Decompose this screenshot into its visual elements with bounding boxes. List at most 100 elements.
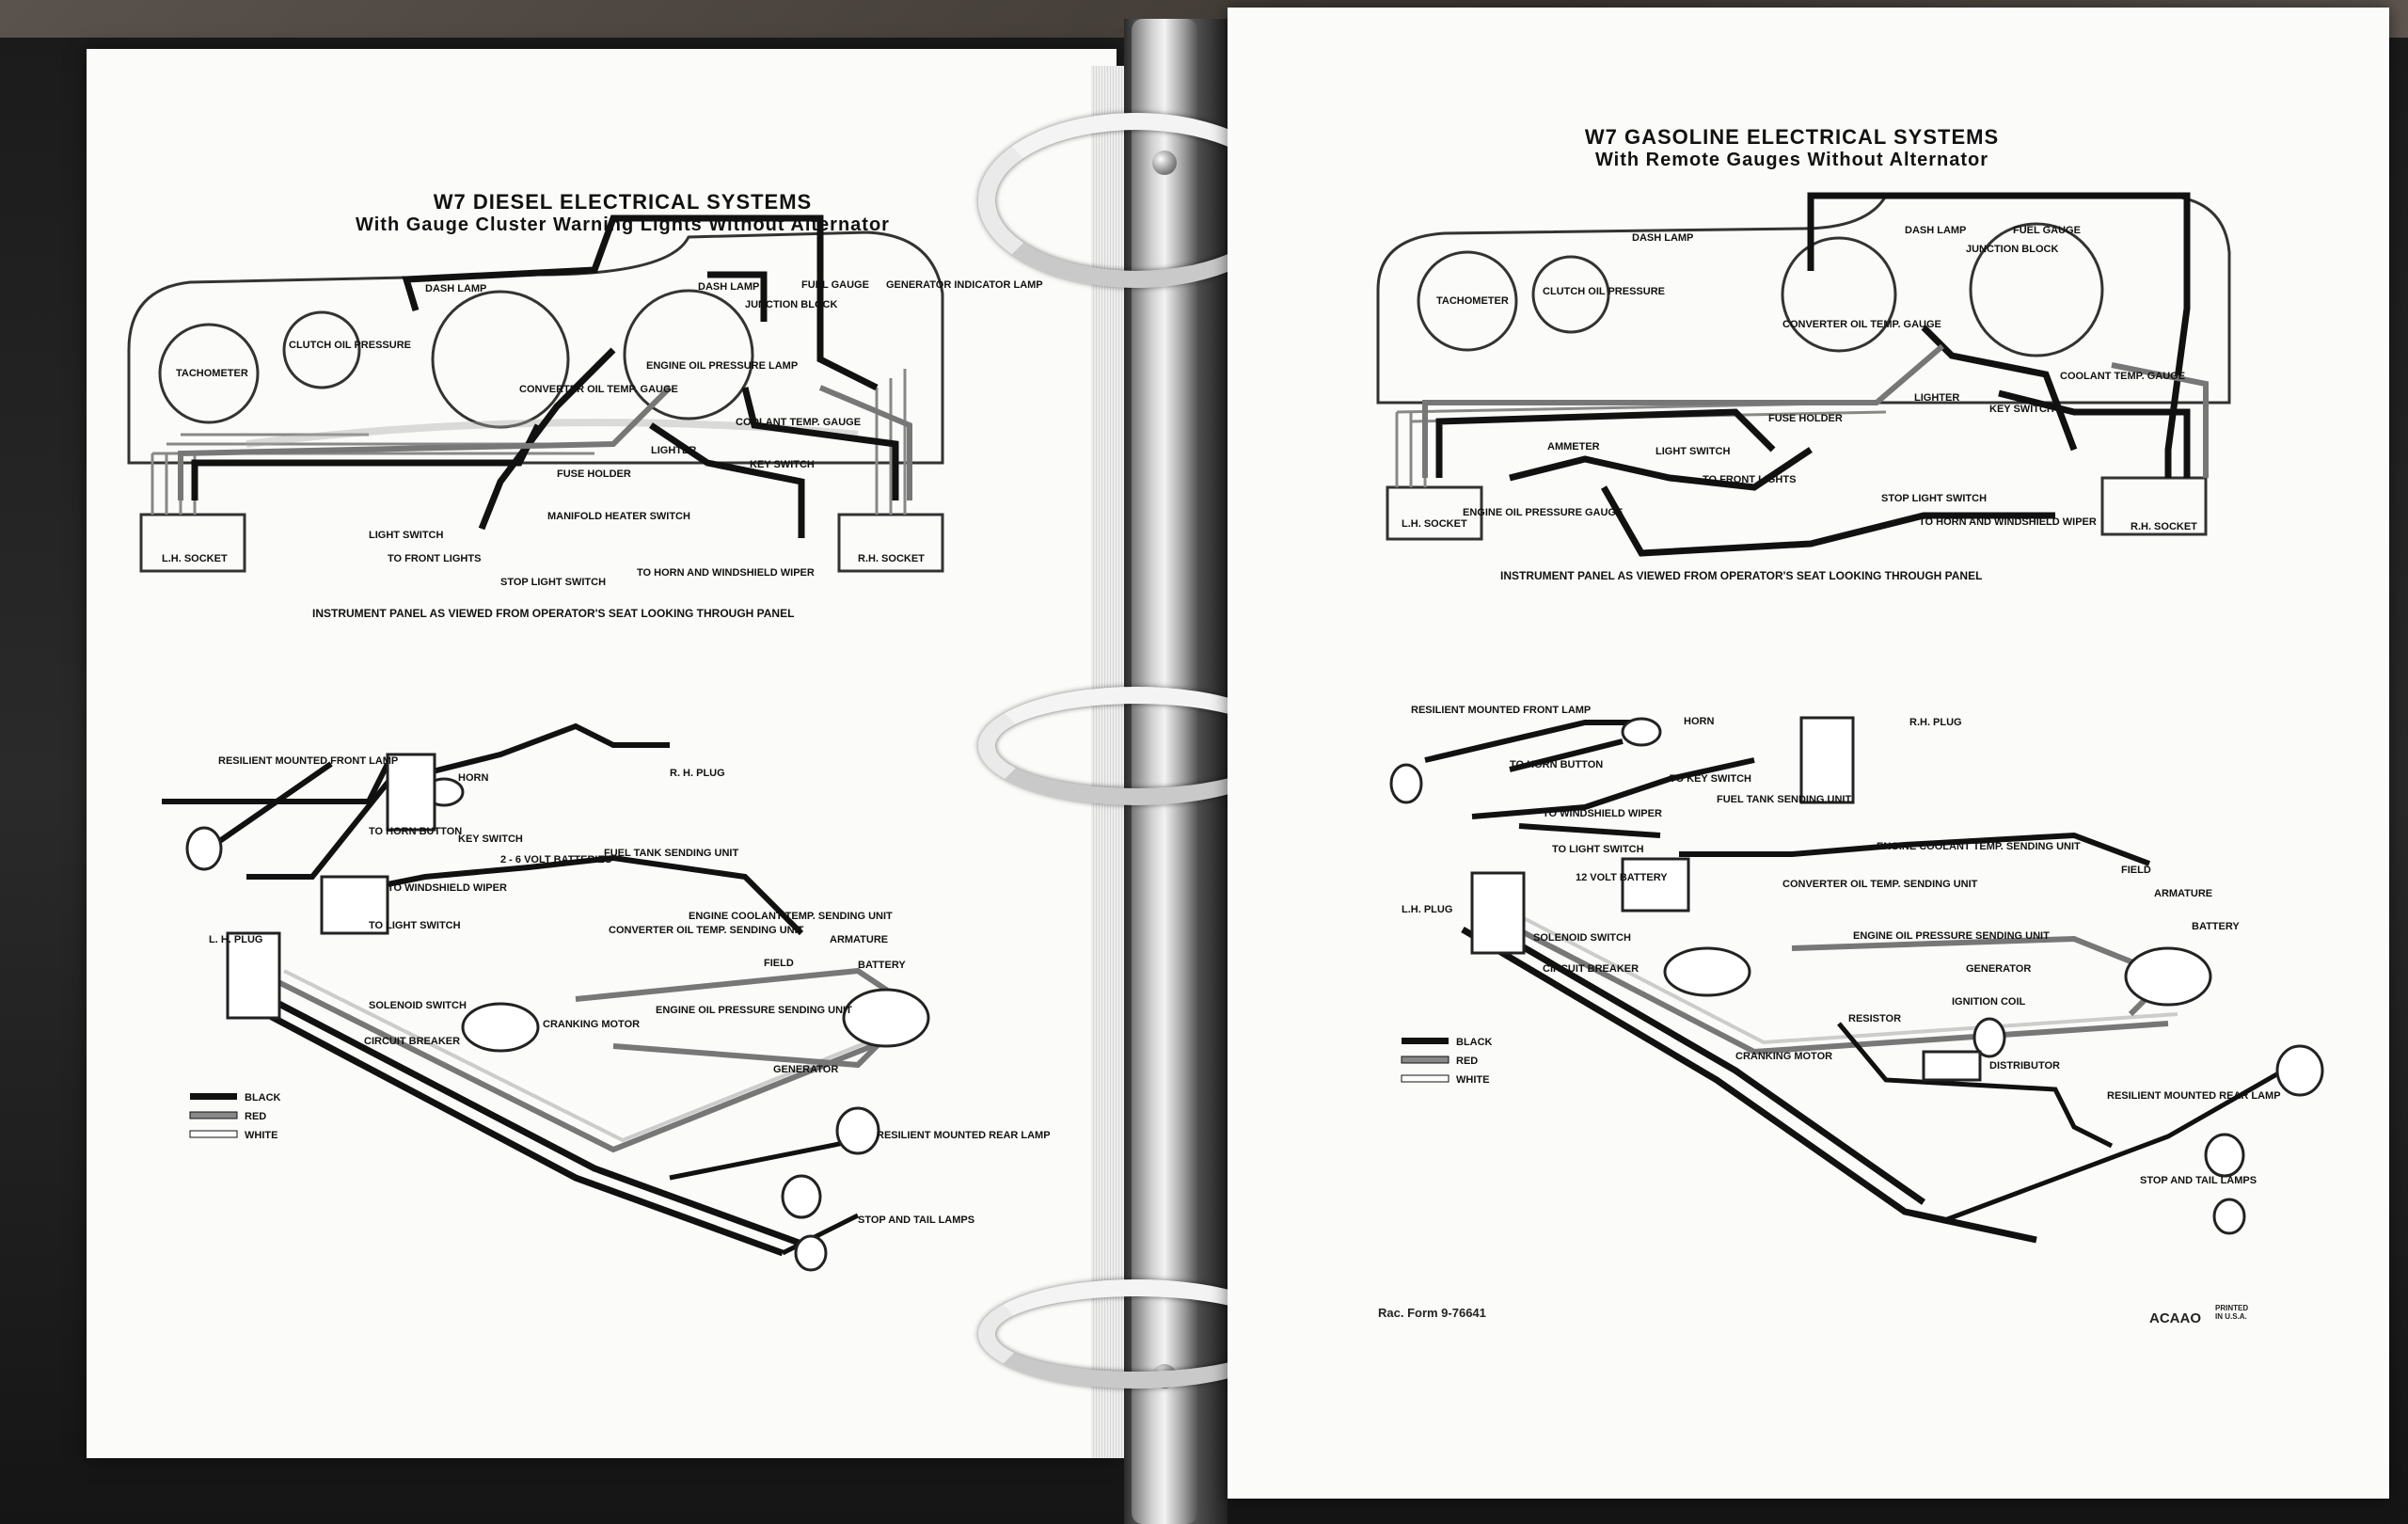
left-wlabel-to-wiper: TO WINDSHIELD WIPER (388, 882, 507, 894)
left-wlabel-fuel-tank: FUEL TANK SENDING UNIT (604, 848, 738, 859)
right-label-key-switch: KEY SWITCH (1989, 404, 2054, 415)
right-wlabel-distributor: DISTRIBUTOR (1989, 1060, 2060, 1072)
right-horn-icon (1621, 717, 1662, 747)
left-label-stop-light-switch: STOP LIGHT SWITCH (500, 577, 606, 588)
left-label-dash-lamp-1: DASH LAMP (425, 283, 486, 294)
left-page: W7 DIESEL ELECTRICAL SYSTEMS With Gauge … (87, 49, 1117, 1458)
left-wlabel-armature: ARMATURE (830, 934, 888, 945)
left-cranking-motor-icon (461, 1002, 540, 1053)
right-page: W7 GASOLINE ELECTRICAL SYSTEMS With Remo… (1228, 8, 2389, 1499)
right-wlabel-front-lamp: RESILIENT MOUNTED FRONT LAMP (1411, 705, 1591, 716)
left-wlabel-to-horn-button: TO HORN BUTTON (369, 826, 462, 837)
right-rh-plug-icon (1799, 716, 1855, 804)
right-battery-icon (1621, 857, 1690, 913)
right-legend-white: WHITE (1456, 1074, 1489, 1086)
left-label-dash-lamp-2: DASH LAMP (698, 281, 759, 293)
left-wiring-harness (162, 722, 919, 1257)
left-front-lamp-icon (185, 826, 223, 871)
left-label-rh-socket: R.H. SOCKET (858, 553, 925, 564)
right-wlabel-circuit-breaker: CIRCUIT BREAKER (1543, 963, 1639, 975)
left-label-junction-block: JUNCTION BLOCK (745, 299, 837, 310)
right-panel-labels: DASH LAMP DASH LAMP FUEL GAUGE JUNCTION … (1402, 225, 2197, 532)
right-legend: BLACK RED WHITE (1401, 1037, 1493, 1086)
left-label-engine-oil-lamp: ENGINE OIL PRESSURE LAMP (646, 360, 798, 372)
left-wlabel-circuit-breaker: CIRCUIT BREAKER (364, 1036, 460, 1047)
right-wlabel-horn: HORN (1684, 716, 1714, 727)
left-label-generator-indicator: GENERATOR INDICATOR LAMP (886, 279, 1043, 291)
left-label-coolant-gauge: COOLANT TEMP. GAUGE (736, 417, 861, 428)
left-rear-lamp-2-icon (781, 1174, 822, 1219)
right-rear-lamp-1-icon (2275, 1044, 2324, 1097)
right-wlabel-armature: ARMATURE (2154, 888, 2212, 899)
right-front-lamp-icon (1389, 763, 1423, 804)
right-label-fuse-holder: FUSE HOLDER (1768, 413, 1843, 424)
left-panel-wires (191, 214, 899, 538)
left-rh-plug-icon (386, 753, 436, 832)
right-lh-plug-icon (1470, 871, 1526, 955)
left-wlabel-horn: HORN (458, 772, 488, 784)
left-panel-labels: DASH LAMP DASH LAMP FUEL GAUGE GENERATOR… (162, 279, 1043, 588)
left-label-light-switch: LIGHT SWITCH (369, 530, 443, 541)
right-label-junction-block: JUNCTION BLOCK (1966, 244, 2058, 255)
left-lh-plug-icon (226, 931, 281, 1020)
left-legend: BLACK RED WHITE (189, 1092, 281, 1141)
right-diagram: DASH LAMP DASH LAMP FUEL GAUGE JUNCTION … (1376, 192, 2324, 1244)
right-label-dash-lamp-2: DASH LAMP (1905, 225, 1966, 236)
right-wlabel-battery: BATTERY (2192, 921, 2240, 932)
left-wlabel-engine-coolant: ENGINE COOLANT TEMP. SENDING UNIT (689, 911, 893, 922)
right-label-fuel-gauge: FUEL GAUGE (2013, 225, 2081, 236)
left-panel-wires-gray (178, 385, 912, 500)
right-wlabel-stop-tail: STOP AND TAIL LAMPS (2140, 1175, 2257, 1186)
right-code: ACAAO (2149, 1310, 2201, 1326)
right-wlabel-solenoid: SOLENOID SWITCH (1533, 932, 1631, 944)
right-wlabel-to-wiper: TO WINDSHIELD WIPER (1543, 808, 1662, 819)
right-panel-caption: INSTRUMENT PANEL AS VIEWED FROM OPERATOR… (1500, 569, 1983, 582)
right-wlabel-field: FIELD (2121, 865, 2151, 876)
right-printed: PRINTED IN U.S.A. (2215, 1304, 2249, 1321)
right-ignition-coil-icon (1972, 1017, 2006, 1058)
left-wlabel-field: FIELD (764, 958, 794, 969)
left-wlabel-generator: GENERATOR (773, 1064, 838, 1075)
left-legend-white: WHITE (245, 1130, 277, 1141)
right-label-lh-socket: L.H. SOCKET (1402, 518, 1467, 530)
right-label-dash-lamp-1: DASH LAMP (1632, 232, 1693, 244)
left-wlabel-to-light-switch: TO LIGHT SWITCH (369, 920, 461, 931)
left-wlabel-front-lamp: RESILIENT MOUNTED FRONT LAMP (218, 755, 398, 767)
right-wiring-harness (1424, 720, 2302, 1244)
left-title-line1: W7 DIESEL ELECTRICAL SYSTEMS (433, 190, 813, 214)
right-legend-red: RED (1456, 1056, 1478, 1067)
right-wlabel-to-light-switch: TO LIGHT SWITCH (1552, 844, 1644, 855)
right-instrument-panel (1376, 194, 2231, 541)
right-label-converter-gauge: CONVERTER OIL TEMP. GAUGE (1782, 319, 1941, 330)
left-label-clutch-oil: CLUTCH OIL PRESSURE (289, 340, 411, 351)
right-label-clutch-oil: CLUTCH OIL PRESSURE (1543, 286, 1665, 297)
right-label-to-horn-wiper: TO HORN AND WINDSHIELD WIPER (1919, 516, 2097, 528)
right-wlabel-converter-sending: CONVERTER OIL TEMP. SENDING UNIT (1782, 879, 1978, 890)
right-label-lighter: LIGHTER (1914, 392, 1959, 404)
left-label-tachometer: TACHOMETER (176, 368, 248, 379)
right-wlabel-generator: GENERATOR (1966, 963, 2031, 975)
right-wlabel-ignition-coil: IGNITION COIL (1952, 996, 2026, 1008)
right-wlabel-rh-plug: R.H. PLUG (1909, 717, 1962, 728)
left-label-manifold-heater: MANIFOLD HEATER SWITCH (547, 511, 690, 522)
right-wlabel-to-key-switch: TO KEY SWITCH (1670, 773, 1751, 785)
right-label-engine-oil-gauge: ENGINE OIL PRESSURE GAUGE (1463, 507, 1623, 518)
right-legend-black: BLACK (1456, 1037, 1493, 1048)
right-title: W7 GASOLINE ELECTRICAL SYSTEMS With Remo… (1378, 125, 2206, 171)
left-tail-lamp-icon (794, 1234, 828, 1272)
left-generator-icon (842, 988, 930, 1048)
right-label-tachometer: TACHOMETER (1436, 295, 1509, 307)
right-wlabel-engine-coolant: ENGINE COOLANT TEMP. SENDING UNIT (1877, 841, 2081, 852)
left-label-to-front-lights: TO FRONT LIGHTS (388, 553, 481, 564)
right-form-number: Rac. Form 9-76641 (1378, 1306, 1486, 1320)
right-wlabel-resistor: RESISTOR (1848, 1013, 1901, 1024)
left-wlabel-lh-plug: L. H. PLUG (209, 934, 262, 945)
left-wlabel-key-switch: KEY SWITCH (458, 833, 523, 845)
left-wlabel-batteries: 2 - 6 VOLT BATTERIES (500, 854, 611, 865)
left-label-converter-gauge: CONVERTER OIL TEMP. GAUGE (519, 384, 678, 395)
right-wlabel-rear-lamp: RESILIENT MOUNTED REAR LAMP (2107, 1090, 2281, 1102)
right-label-ammeter: AMMETER (1547, 441, 1600, 452)
left-wlabel-stop-tail: STOP AND TAIL LAMPS (858, 1214, 974, 1226)
left-legend-red: RED (245, 1111, 266, 1122)
left-wiring-labels: RESILIENT MOUNTED FRONT LAMP HORN TO HOR… (209, 755, 1051, 1226)
